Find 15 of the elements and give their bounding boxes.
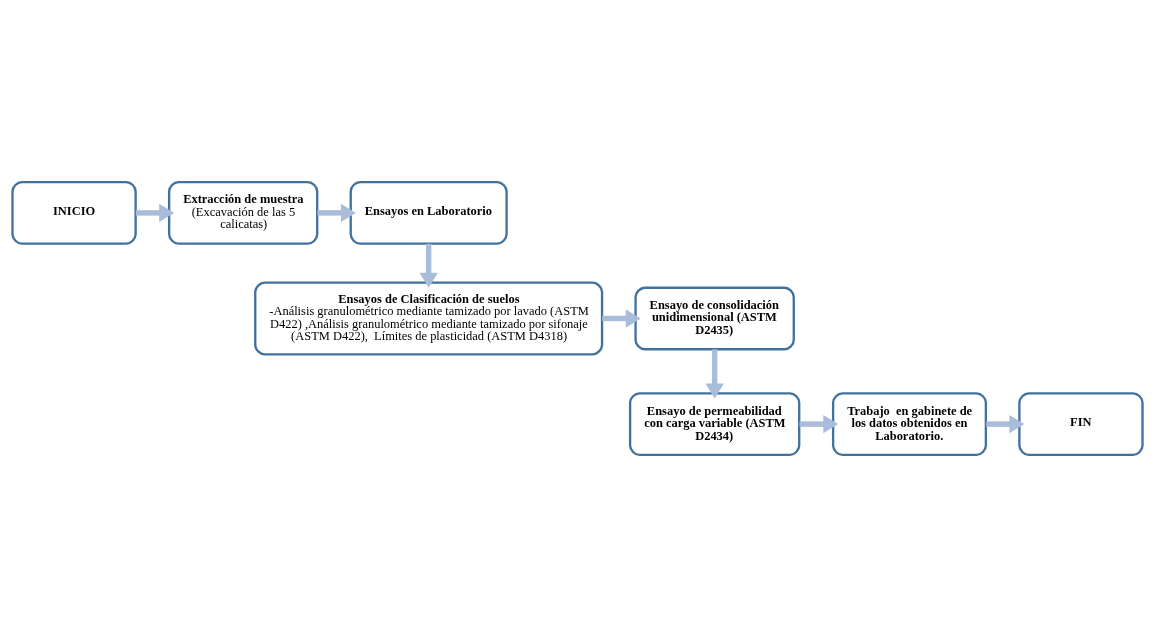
arrow [317, 203, 356, 223]
arrow [799, 414, 839, 434]
node-box: INICIO [11, 180, 137, 245]
arrow [135, 203, 175, 223]
node-box: Ensayos de Clasificación de suelos -Análisis granulométrico mediante tamizado por lavado (ASTM D422) ,Análisis granulométrico mediante tamizado por sifonaje (ASTM D422), Límites de plasticidad (ASTM D4318) [254, 281, 604, 356]
arrow [602, 309, 641, 328]
node-box: Extracción de muestra (Excavación de las 5 calicatas) [167, 180, 319, 245]
node-box: Ensayo de consolidación unidimensional (ASTM D2435) [634, 286, 795, 351]
arrow [986, 414, 1025, 434]
arrow [705, 349, 724, 399]
arrow [419, 243, 438, 288]
node-box: Ensayo de permeabilidad con carga variable (ASTM D2434) [628, 392, 801, 457]
node-box: Trabajo en gabinete de los datos obtenidos en Laboratorio. [831, 392, 988, 457]
node-box: FIN [1018, 392, 1144, 457]
node-box: Ensayos en Laboratorio [349, 180, 508, 245]
